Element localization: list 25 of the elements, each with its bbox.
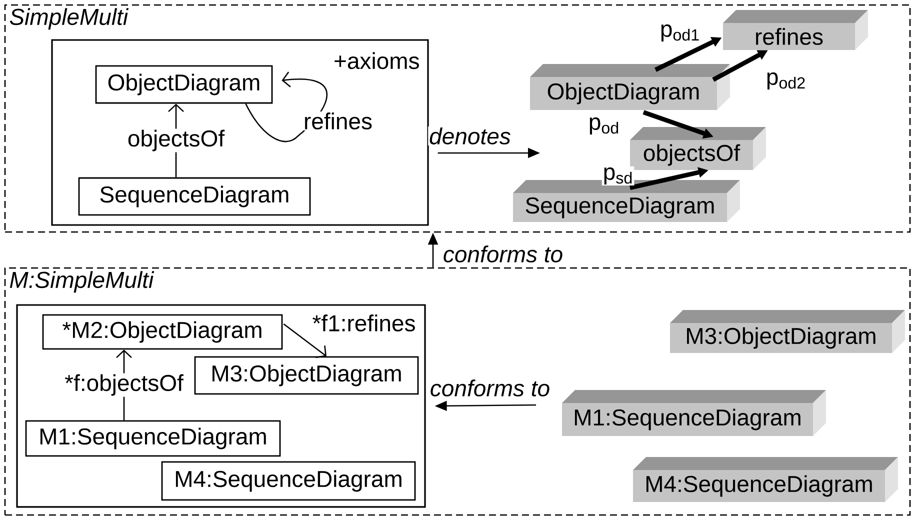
edge-label: conforms to (428, 378, 552, 398)
3d-block: M4:SequenceDiagram (633, 456, 898, 502)
edge-label: refines (302, 112, 374, 130)
class-box: M3:ObjectDiagram (194, 356, 419, 395)
edge-label: *f1:refines (311, 314, 417, 332)
3d-block: M1:SequenceDiagram (562, 390, 826, 436)
3d-block: M3:ObjectDiagram (670, 310, 905, 353)
edge-label: p$_{od}$ (587, 116, 621, 136)
class-box: M1:SequenceDiagram (25, 420, 281, 457)
3d-block: refines (723, 10, 868, 50)
edge-label: objectsOf (126, 128, 226, 152)
diagram-box (16, 304, 426, 508)
3d-block: objectsOf (630, 126, 766, 170)
class-box: M4:SequenceDiagram (161, 461, 416, 501)
edge-label: p$_{od1}$ (658, 23, 702, 43)
class-box: ObjectDiagram (95, 65, 273, 104)
edge-label: p$_{od2}$ (764, 71, 808, 91)
edge-label: *f:objectsOf (64, 373, 184, 397)
class-box: *M2:ObjectDiagram (42, 314, 283, 350)
edge-label: conforms to (442, 244, 564, 264)
arrow (283, 323, 326, 358)
class-box: SequenceDiagram (78, 177, 311, 216)
edge-label: p$_{sd}$ (602, 166, 634, 186)
3d-block: ObjectDiagram (530, 64, 730, 110)
edge-label: denotes (428, 126, 512, 146)
